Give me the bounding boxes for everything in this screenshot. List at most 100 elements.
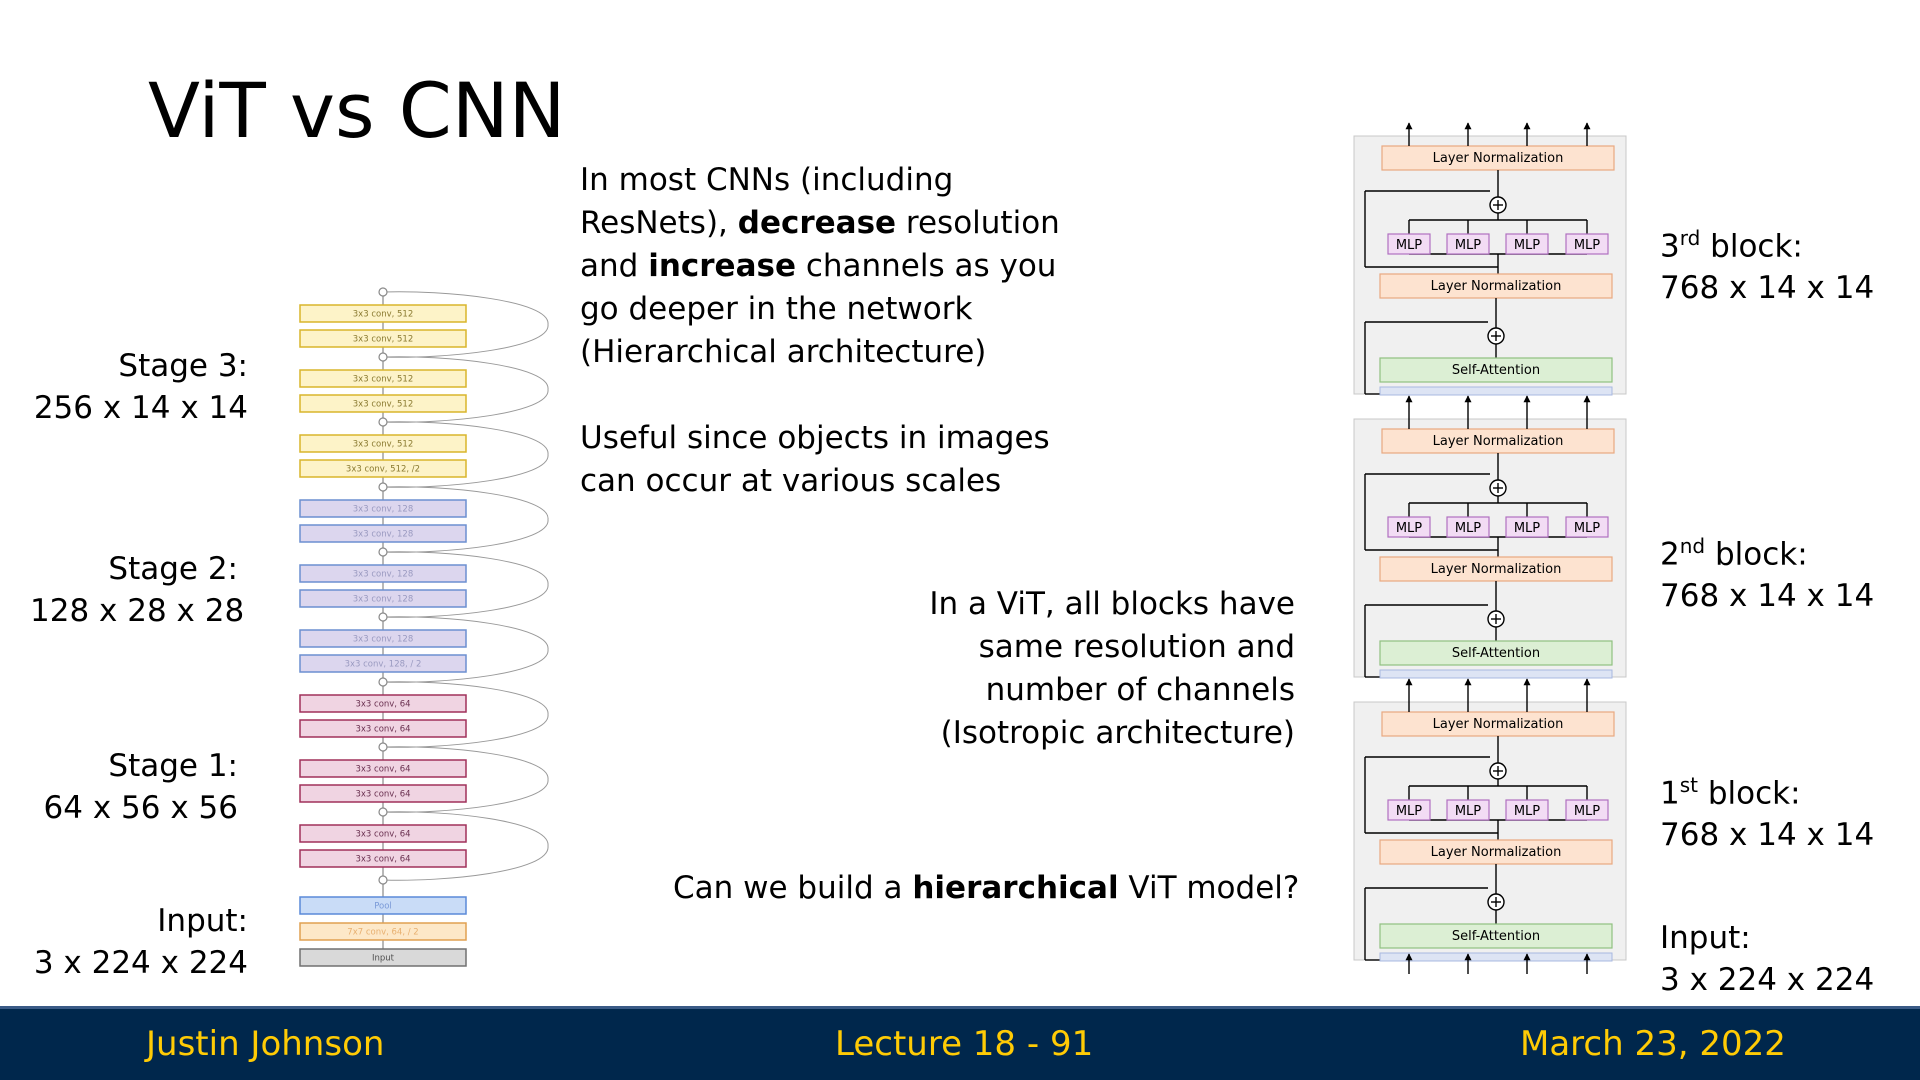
- conv-layer-box: [299, 896, 467, 915]
- conv-layer-box: [299, 629, 467, 648]
- layer-norm-label: Layer Normalization: [1431, 845, 1562, 860]
- skip-connection-arc: [382, 291, 549, 358]
- mlp-box: [1505, 516, 1549, 538]
- residual-add-node: [378, 352, 388, 362]
- conv-layer-box: [299, 922, 467, 941]
- skip-connection-arc: [382, 421, 549, 488]
- conv-layer-label: 3x3 conv, 512: [353, 440, 413, 450]
- block-2-label: 2nd block: 768 x 14 x 14: [1660, 525, 1874, 617]
- skip-connection-arc: [382, 811, 549, 881]
- stage-3-dims: 256 x 14 x 14: [33, 390, 248, 426]
- mlp-box: [1446, 516, 1490, 538]
- vit-input-dims: 3 x 224 x 224: [1660, 962, 1875, 998]
- mlp-label: MLP: [1455, 238, 1481, 253]
- conv-layer-label: 3x3 conv, 128, / 2: [345, 660, 422, 670]
- self-attention-box: [1379, 640, 1613, 666]
- self-attention-box: [1379, 357, 1613, 383]
- residual-add-node: [378, 287, 388, 297]
- skip-connection-arc: [382, 616, 549, 683]
- mlp-box: [1565, 516, 1609, 538]
- self-attention-label: Self-Attention: [1452, 929, 1540, 944]
- conv-layer-label: 3x3 conv, 64: [355, 700, 410, 710]
- residual-add-node: [378, 547, 388, 557]
- conv-layer-box: [299, 329, 467, 348]
- mlp-box: [1446, 233, 1490, 255]
- stage-2-name: Stage 2:: [108, 551, 238, 587]
- block-1-word: block:: [1698, 775, 1801, 812]
- question-part-a: Can we build a: [673, 870, 913, 906]
- block-3-sup: rd: [1679, 226, 1701, 250]
- conv-layer-label: 3x3 conv, 512: [353, 335, 413, 345]
- skip-connection-arc: [382, 746, 549, 813]
- mlp-label: MLP: [1514, 521, 1540, 536]
- mlp-label: MLP: [1574, 804, 1600, 819]
- mlp-label: MLP: [1396, 521, 1422, 536]
- block-2-sup: nd: [1679, 534, 1706, 558]
- conv-layer-box: [299, 394, 467, 413]
- mlp-box: [1505, 233, 1549, 255]
- conv-layer-box: [299, 824, 467, 843]
- block-3-num: 3: [1660, 228, 1680, 265]
- cnn-text-line-2a: ResNets),: [580, 205, 738, 241]
- footer-author: Justin Johnson: [146, 1024, 385, 1064]
- conv-layer-box: [299, 589, 467, 608]
- conv-layer-box: [299, 849, 467, 868]
- block-3-word: block:: [1700, 228, 1803, 265]
- conv-layer-box: [299, 369, 467, 388]
- skip-connection-arc: [382, 356, 549, 423]
- vit-text-line-1: In a ViT, all blocks have: [929, 586, 1295, 622]
- token-strip: [1379, 386, 1613, 396]
- cnn-text-line-3b: channels as you: [795, 248, 1057, 284]
- conv-layer-box: [299, 434, 467, 453]
- residual-add-node: [378, 482, 388, 492]
- useful-description: Useful since objects in images can occur…: [580, 417, 1080, 503]
- cnn-input-name: Input:: [157, 903, 248, 939]
- mlp-label: MLP: [1574, 238, 1600, 253]
- residual-add-node: [378, 612, 388, 622]
- stage-1-dims: 64 x 56 x 56: [43, 790, 238, 826]
- useful-text-line-1: Useful since objects in images: [580, 420, 1050, 456]
- self-attention-box: [1379, 923, 1613, 949]
- block-2-word: block:: [1705, 536, 1808, 573]
- conv-layer-box: [299, 524, 467, 543]
- mlp-box: [1387, 799, 1431, 821]
- skip-connection-arc: [382, 486, 549, 553]
- conv-layer-label: 3x3 conv, 512: [353, 310, 413, 320]
- block-3-label: 3rd block: 768 x 14 x 14: [1660, 217, 1874, 309]
- conv-layer-label: 3x3 conv, 128: [353, 505, 413, 515]
- conv-layer-label: 3x3 conv, 128: [353, 530, 413, 540]
- conv-layer-box: [299, 654, 467, 673]
- vit-text-line-3: number of channels: [985, 672, 1295, 708]
- conv-layer-label: 3x3 conv, 64: [355, 725, 410, 735]
- cnn-text-line-3a: and: [580, 248, 649, 284]
- mlp-label: MLP: [1514, 804, 1540, 819]
- conv-layer-label: 3x3 conv, 512, /2: [346, 465, 420, 475]
- token-strip: [1379, 952, 1613, 962]
- cnn-input-dims: 3 x 224 x 224: [33, 945, 248, 981]
- mlp-box: [1387, 516, 1431, 538]
- cnn-text-line-2: ResNets), decrease resolution: [580, 202, 1080, 245]
- block-3-dims: 768 x 14 x 14: [1660, 270, 1875, 307]
- conv-layer-label: Input: [372, 954, 395, 964]
- conv-layer-label: 7x7 conv, 64, / 2: [347, 928, 418, 938]
- conv-layer-box: [299, 948, 467, 967]
- vit-input-name: Input:: [1660, 920, 1751, 956]
- block-1-num: 1: [1660, 775, 1680, 812]
- cnn-text-line-3: and increase channels as you: [580, 245, 1080, 288]
- conv-layer-label: 3x3 conv, 64: [355, 855, 410, 865]
- conv-layer-box: [299, 459, 467, 478]
- mlp-label: MLP: [1574, 521, 1600, 536]
- stage-3-label: Stage 3: 256 x 14 x 14: [30, 345, 248, 429]
- resnet-diagram: 3x3 conv, 512 3x3 conv, 512 3x3 conv, 512 3…: [299, 287, 549, 967]
- token-strip: [1379, 669, 1613, 679]
- cnn-text-line-4: go deeper in the network: [580, 291, 973, 327]
- mlp-box: [1565, 799, 1609, 821]
- block-2-name: 2nd block:: [1660, 525, 1874, 575]
- conv-layer-label: 3x3 conv, 128: [353, 635, 413, 645]
- residual-add-node: [378, 875, 388, 885]
- stage-1-name: Stage 1:: [108, 748, 238, 784]
- useful-text-line-2: can occur at various scales: [580, 463, 1002, 499]
- self-attention-label: Self-Attention: [1452, 646, 1540, 661]
- block-2-dims: 768 x 14 x 14: [1660, 578, 1875, 615]
- conv-layer-label: 3x3 conv, 128: [353, 595, 413, 605]
